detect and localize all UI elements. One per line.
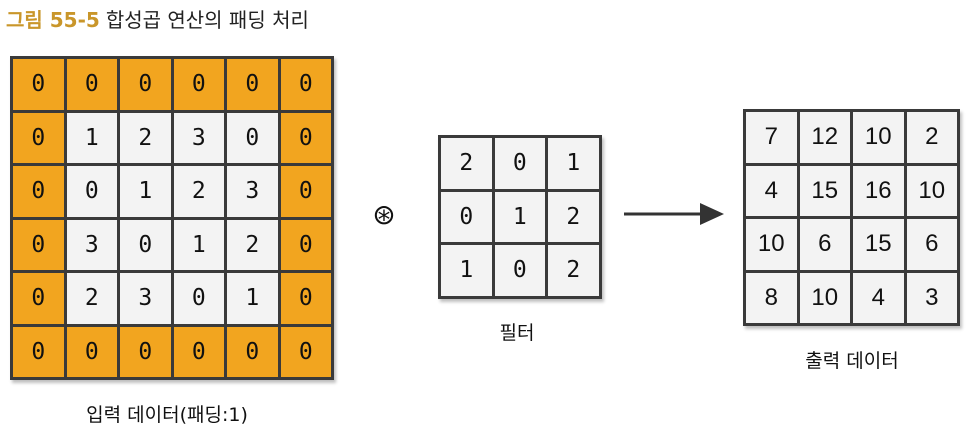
input-cell: 0: [13, 273, 64, 324]
output-cell: 15: [853, 219, 904, 270]
input-cell: 3: [173, 112, 224, 163]
input-cell: 0: [66, 166, 117, 217]
input-cell: 3: [227, 166, 278, 217]
output-cell: 7: [746, 112, 797, 163]
filter-cell: 1: [548, 138, 599, 189]
input-cell: 0: [280, 112, 331, 163]
filter-cell: 0: [494, 245, 545, 296]
input-cell: 1: [120, 166, 171, 217]
input-cell: 0: [227, 59, 278, 110]
input-cell: 0: [120, 326, 171, 377]
input-cell: 3: [120, 273, 171, 324]
output-cell: 10: [853, 112, 904, 163]
input-cell: 0: [13, 219, 64, 270]
input-cell: 0: [227, 326, 278, 377]
figure-number: 그림 55-5: [6, 8, 100, 32]
input-cell: 0: [66, 326, 117, 377]
output-cell: 6: [799, 219, 850, 270]
convolution-operator-icon: ⊛: [372, 198, 396, 231]
input-cell: 3: [66, 219, 117, 270]
input-cell: 0: [13, 166, 64, 217]
input-cell: 0: [120, 219, 171, 270]
filter-cell: 2: [441, 138, 492, 189]
right-arrow-icon: [624, 203, 724, 225]
output-cell: 4: [746, 165, 797, 216]
output-cell: 2: [906, 112, 957, 163]
output-cell: 12: [799, 112, 850, 163]
filter-caption: 필터: [499, 322, 535, 344]
input-cell: 1: [227, 273, 278, 324]
input-cell: 0: [227, 112, 278, 163]
input-cell: 1: [173, 219, 224, 270]
filter-cell: 0: [494, 138, 545, 189]
input-cell: 0: [120, 59, 171, 110]
figure-title-text: 합성곱 연산의 패딩 처리: [105, 8, 309, 32]
output-cell: 4: [853, 272, 904, 323]
filter-cell: 2: [548, 245, 599, 296]
output-cell: 16: [853, 165, 904, 216]
input-cell: 2: [173, 166, 224, 217]
filter-cell: 2: [548, 191, 599, 242]
input-cell: 0: [280, 219, 331, 270]
input-caption: 입력 데이터(패딩:1): [86, 404, 248, 426]
input-cell: 0: [280, 59, 331, 110]
output-cell: 6: [906, 219, 957, 270]
input-cell: 0: [280, 166, 331, 217]
filter-cell: 1: [494, 191, 545, 242]
input-cell: 0: [173, 273, 224, 324]
filter-cell: 1: [441, 245, 492, 296]
output-cell: 8: [746, 272, 797, 323]
input-cell: 1: [66, 112, 117, 163]
input-cell: 0: [66, 59, 117, 110]
output-cell: 3: [906, 272, 957, 323]
filter-cell: 0: [441, 191, 492, 242]
input-cell: 2: [66, 273, 117, 324]
input-cell: 0: [13, 326, 64, 377]
input-cell: 2: [120, 112, 171, 163]
input-cell: 2: [227, 219, 278, 270]
input-cell: 0: [13, 59, 64, 110]
output-cell: 10: [746, 219, 797, 270]
output-caption: 출력 데이터: [805, 350, 899, 372]
output-cell: 10: [906, 165, 957, 216]
input-cell: 0: [280, 326, 331, 377]
input-cell: 0: [13, 112, 64, 163]
input-cell: 0: [280, 273, 331, 324]
output-cell: 15: [799, 165, 850, 216]
input-cell: 0: [173, 59, 224, 110]
output-cell: 10: [799, 272, 850, 323]
input-cell: 0: [173, 326, 224, 377]
